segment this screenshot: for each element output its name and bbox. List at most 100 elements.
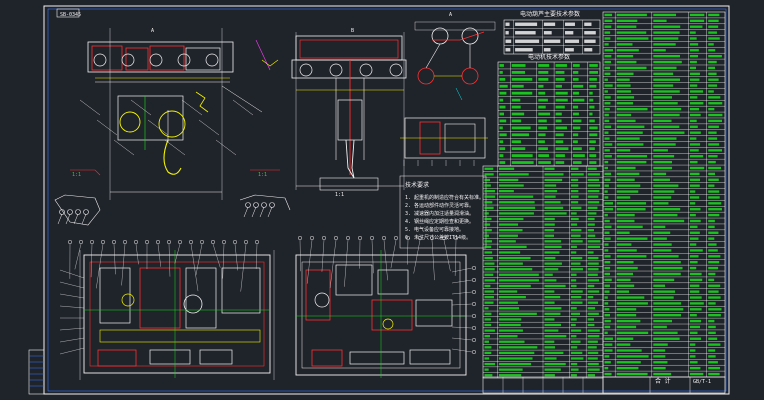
parts-list-left-cell-text — [498, 245, 527, 249]
motor-table-cell-text — [511, 154, 533, 157]
parts-list-right-cell-text — [604, 366, 609, 370]
parts-list-right-cell-text — [604, 255, 611, 258]
parts-list-right-cell-text — [708, 149, 723, 152]
parts-list-right-cell-text — [689, 337, 702, 340]
leader-line — [198, 119, 220, 136]
motor-table-cell-text — [511, 161, 534, 164]
parts-list-right-cell-text — [653, 143, 676, 146]
parts-list-left-cell-text — [484, 245, 492, 249]
parts-list-right-cell-text — [689, 255, 699, 258]
parts-list-left-cell-text — [544, 318, 555, 321]
parts-list-right-cell-text — [653, 213, 678, 217]
parts-list-left-cell-text — [544, 240, 562, 243]
balloon — [429, 235, 435, 241]
motor-table-cell-text — [499, 71, 503, 74]
balloon — [333, 235, 339, 241]
parts-list-left-cell-text — [484, 256, 493, 260]
motor-table-cell-text — [499, 105, 506, 109]
motor-table-cell-text — [499, 77, 506, 81]
leader-line — [451, 279, 473, 284]
motor-table-cell-text — [589, 154, 597, 157]
parts-list-right-cell-text — [708, 337, 718, 340]
parts-list-right-cell-text — [604, 90, 608, 93]
leader-line — [90, 243, 93, 278]
parts-list-right-cell-text — [653, 78, 681, 81]
parts-list-right-cell-text — [653, 219, 685, 223]
parts-list-right-cell-text — [604, 266, 611, 270]
parts-list-right-cell-text — [616, 278, 631, 282]
notes-box — [399, 175, 487, 249]
parts-list-right-cell-text — [653, 331, 678, 335]
parts-list-right-cell-text — [604, 296, 608, 299]
parts-list-left-cell-text — [498, 251, 521, 254]
parts-list-right-cell-text — [653, 255, 679, 258]
leader-line — [74, 243, 82, 270]
parts-list-right-cell-text — [689, 172, 700, 176]
parts-list-right-cell-text — [653, 243, 672, 246]
parts-list-right-cell-text — [689, 266, 697, 270]
leader-line — [451, 326, 473, 329]
parts-list-right-cell-text — [689, 107, 700, 111]
parts-list-right-cell-text — [616, 372, 648, 376]
parts-list-right-cell-text — [653, 196, 672, 199]
motor-table-cell-text — [555, 154, 565, 157]
parts-list-right-cell-text — [653, 166, 673, 170]
leader-line — [234, 243, 238, 271]
plan-motor — [311, 349, 343, 367]
motor-table-cell-text — [511, 147, 526, 151]
parts-list-right-cell-text — [653, 361, 668, 364]
parts-list-left-cell-text — [570, 262, 581, 265]
parts-list-left-cell-text — [587, 307, 596, 310]
parts-list-left-cell-text — [587, 256, 599, 260]
note-line-1: 1. 起重机的制造应符合有关标准。 — [405, 195, 485, 201]
pulley-circle — [417, 67, 435, 85]
parts-list-right-cell-text — [653, 54, 680, 58]
motor-table-cell-text — [572, 71, 579, 74]
parts-list-left-cell-text — [544, 329, 559, 332]
parts-list-right-cell-text — [708, 166, 722, 170]
parts-list-right-cell-text — [653, 302, 682, 305]
parts-list-right-cell-text — [708, 19, 719, 23]
parts-list-left-cell-text — [587, 279, 600, 282]
parts-list-right-cell-text — [616, 31, 647, 34]
parts-list-left-cell-text — [484, 273, 494, 276]
parts-list-right-cell-text — [604, 337, 613, 340]
side-hook-block — [337, 99, 363, 141]
balloon — [393, 235, 399, 241]
parts-list-left-cell-text — [544, 335, 567, 338]
motor-table-cell-text — [572, 84, 584, 88]
parts-list-left-cell-text — [498, 167, 515, 170]
parts-list-left-cell-text — [484, 351, 492, 355]
parts-list-right-cell-text — [708, 343, 721, 346]
parts-list-right-cell-text — [653, 249, 672, 252]
parts-list-right-cell-text — [708, 231, 719, 234]
motor-table-cell-text — [572, 126, 581, 130]
annotation-mark — [261, 59, 279, 67]
plan-inner-left — [89, 261, 265, 367]
parts-list-left-cell-text — [484, 262, 495, 265]
side-wheel — [359, 63, 373, 77]
plan-component — [335, 264, 373, 296]
motor-table-cell-text — [499, 119, 507, 123]
leader-line — [390, 239, 397, 269]
parts-list-right-cell-text — [604, 166, 609, 170]
motor-table-cell-text — [499, 112, 505, 116]
parts-list-left-cell-text — [484, 240, 492, 243]
parts-list-right-cell-text — [708, 225, 715, 229]
parts-list-left-cell-text — [544, 357, 557, 360]
parts-list-right-cell-text — [616, 361, 641, 364]
parts-list-left-cell-text — [544, 173, 564, 176]
parts-list-right-cell-text — [689, 60, 697, 64]
parts-list-right-cell-text — [689, 184, 700, 187]
trolley-box — [185, 47, 221, 71]
table-bottom-label: 合 计 — [655, 378, 671, 385]
pulley-circle — [461, 67, 479, 85]
parts-list-right-cell-text — [689, 243, 697, 246]
parts-list-left-cell-text — [544, 167, 555, 170]
parts-list-right-cell-text — [604, 172, 612, 176]
parts-list-right-cell-text — [604, 249, 609, 252]
parts-list-right-cell-text — [604, 278, 612, 282]
parts-list-right-cell-text — [604, 78, 608, 81]
parts-list-left-cell-text — [484, 184, 491, 187]
